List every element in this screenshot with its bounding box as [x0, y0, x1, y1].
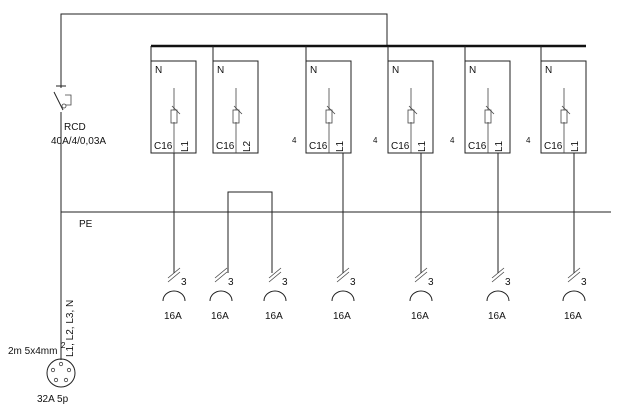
breaker-fuse-icon [170, 109, 178, 124]
breaker-neutral-label: N [469, 65, 476, 76]
socket-rating: 16A [488, 311, 506, 322]
socket-poles: 3 [282, 277, 288, 288]
breaker-5: N C16 L1 [464, 60, 511, 154]
socket-poles: 3 [581, 277, 587, 288]
socket-slash [567, 267, 581, 279]
breaker-rating: C16 [544, 141, 563, 152]
breaker-fuse-icon [407, 109, 415, 124]
socket-group: 3 16A 3 16A 3 16A 3 16A 3 16A 3 16A 3 16A [162, 153, 587, 322]
socket-4: 3 16A [331, 153, 356, 322]
socket-slash [268, 271, 282, 283]
breaker-rating: C16 [216, 141, 235, 152]
breaker-phase-label: L1 [180, 140, 191, 152]
feed-line [60, 13, 388, 88]
socket-poles: 3 [505, 277, 511, 288]
breaker-neutral-label: N [310, 65, 317, 76]
socket-slash [491, 267, 505, 279]
breaker-neutral-label: N [155, 65, 162, 76]
breaker-neutral-label: N [545, 65, 552, 76]
pole-mark: 4 [292, 136, 297, 145]
socket-slash [268, 267, 282, 279]
breaker-4: N C16 L1 [387, 60, 434, 154]
breaker-6: N C16 L1 [540, 60, 587, 154]
socket-2: 3 16A [209, 267, 234, 322]
breaker-box [464, 60, 511, 154]
socket-icon [209, 290, 233, 302]
socket-poles: 3 [181, 277, 187, 288]
breaker-rating: C16 [391, 141, 410, 152]
breaker-phase-label: L1 [417, 140, 428, 152]
socket-slash [336, 267, 350, 279]
socket-rating: 16A [265, 311, 283, 322]
socket-icon [409, 290, 433, 302]
socket-5: 3 16A [409, 153, 434, 322]
socket-slash [414, 271, 428, 283]
breaker-group: N C16 L1 N C16 L2 N C16 L1 N C16 L1 N C16 L1 N C16 L1 [150, 60, 587, 154]
socket-slash [167, 271, 181, 283]
breaker-2: N C16 L2 [212, 60, 259, 154]
breaker-box [305, 60, 352, 154]
socket-slash [336, 271, 350, 283]
supply-phases: L1, L2, L3, N [65, 300, 76, 357]
socket-poles: 3 [350, 277, 356, 288]
pole-mark: 4 [373, 136, 378, 145]
plug-icon [46, 358, 76, 388]
breaker-rating: C16 [309, 141, 328, 152]
socket-icon [162, 290, 186, 302]
socket-rating: 16A [333, 311, 351, 322]
socket-rating: 16A [164, 311, 182, 322]
breaker-fuse-icon [560, 109, 568, 124]
breaker-box [212, 60, 259, 154]
socket-slash [491, 271, 505, 283]
socket-rating: 16A [411, 311, 429, 322]
socket-slash [167, 267, 181, 279]
breaker-rating: C16 [154, 141, 173, 152]
breaker-fuse-icon [325, 109, 333, 124]
supply-cable: 2m 5x4mm [8, 346, 57, 357]
socket-icon [486, 290, 510, 302]
pole-mark: 4 [450, 136, 455, 145]
socket-slash [214, 267, 228, 279]
pe-label: PE [79, 219, 93, 230]
socket-poles: 3 [228, 277, 234, 288]
breaker-3: N C16 L1 [305, 60, 352, 154]
breaker-neutral-label: N [392, 65, 399, 76]
socket-3: 3 16A [263, 267, 288, 322]
supply-cable-superscript: 2 [61, 341, 66, 350]
rcd-rating: 40A/4/0,03A [51, 136, 106, 147]
breaker-phase-label: L1 [494, 140, 505, 152]
socket-bridge [227, 191, 273, 273]
socket-rating: 16A [211, 311, 229, 322]
breaker-box [387, 60, 434, 154]
socket-icon [263, 290, 287, 302]
socket-slash [414, 267, 428, 279]
breaker-phase-label: L1 [570, 140, 581, 152]
pole-mark: 4 [526, 136, 531, 145]
socket-7: 3 16A [562, 153, 587, 322]
plug-rating: 32A 5p [37, 394, 69, 405]
pole-markers: 4 4 4 4 [292, 136, 531, 145]
breaker-phase-label: L2 [242, 140, 253, 152]
breaker-box [540, 60, 587, 154]
socket-6: 3 16A [486, 153, 511, 322]
socket-icon [331, 290, 355, 302]
socket-icon [562, 290, 586, 302]
breaker-1: N C16 L1 [150, 60, 197, 154]
socket-slash [214, 271, 228, 283]
busbar-drops [150, 46, 542, 61]
breaker-neutral-label: N [217, 65, 224, 76]
breaker-phase-label: L1 [335, 140, 346, 152]
breaker-fuse-icon [232, 109, 240, 124]
rcd-switch-symbol [53, 85, 72, 111]
rcd-label: RCD [64, 122, 86, 133]
breaker-rating: C16 [468, 141, 487, 152]
breaker-fuse-icon [484, 109, 492, 124]
socket-1: 3 16A [162, 153, 187, 322]
socket-rating: 16A [564, 311, 582, 322]
socket-slash [567, 271, 581, 283]
socket-poles: 3 [428, 277, 434, 288]
